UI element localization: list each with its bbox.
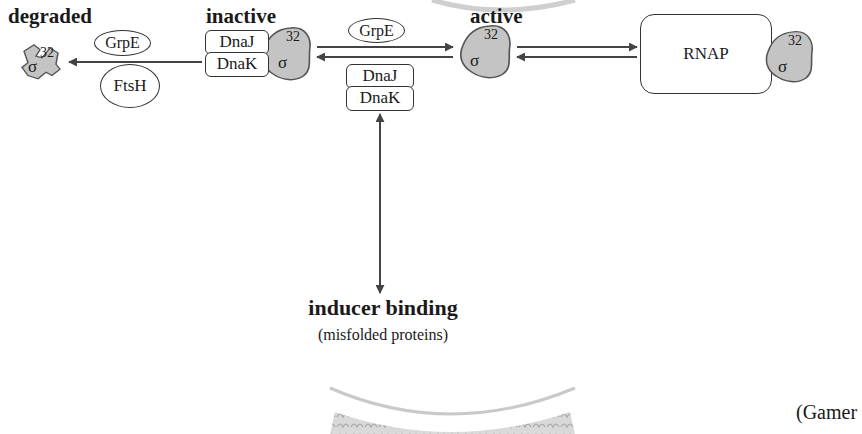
reaction-arrow [517,56,637,58]
sigma-number: 32 [484,28,498,42]
sigma32-active: σ 32 [456,22,514,80]
dnak-box: DnaK [205,52,269,77]
node-label: DnaJ [220,33,255,52]
node-label: GrpE [359,22,394,40]
rnap-box: RNAP [640,14,772,94]
decor-band [330,412,575,434]
dnak-box: DnaK [346,86,414,111]
grpe-ellipse: GrpE [348,18,405,43]
sigma-number: 32 [788,34,802,48]
inducer-text: inducer binding (misfolded proteins) [268,296,498,352]
reaction-arrow [317,56,453,58]
state-label: inactive [206,6,276,27]
node-label: inducer binding [308,296,457,320]
node-label: RNAP [683,45,728,64]
state-label: active [470,6,522,27]
sigma-symbol: σ [470,52,479,69]
degraded-sigma32: σ32 [16,40,66,82]
sigma-symbol: σ [778,58,787,75]
node-label: DnaJ [363,67,398,86]
sigma-symbol: σ [28,58,37,75]
sigma-number: 32 [40,46,54,60]
node-label: DnaK [217,55,258,74]
reaction-arrow [517,46,637,48]
sigma32-bound: σ32 [762,28,816,84]
reaction-arrow [317,46,453,48]
decor-arc-bottom [330,388,575,414]
sigma-number: 32 [286,30,300,44]
spacer [150,60,200,61]
node-label: FtsH [113,77,146,96]
state-label: degraded [8,6,92,27]
citation-text: (Gamer [796,402,857,422]
node-label: DnaK [360,89,401,108]
ftsh-ellipse: FtsH [100,64,160,108]
node-label: GrpE [105,34,140,52]
inducer-arrow [379,114,381,293]
reaction-arrow [69,61,202,63]
sigma-symbol: σ [278,54,287,71]
grpe-ellipse: GrpE [94,30,151,56]
node-label: (misfolded proteins) [318,326,448,344]
